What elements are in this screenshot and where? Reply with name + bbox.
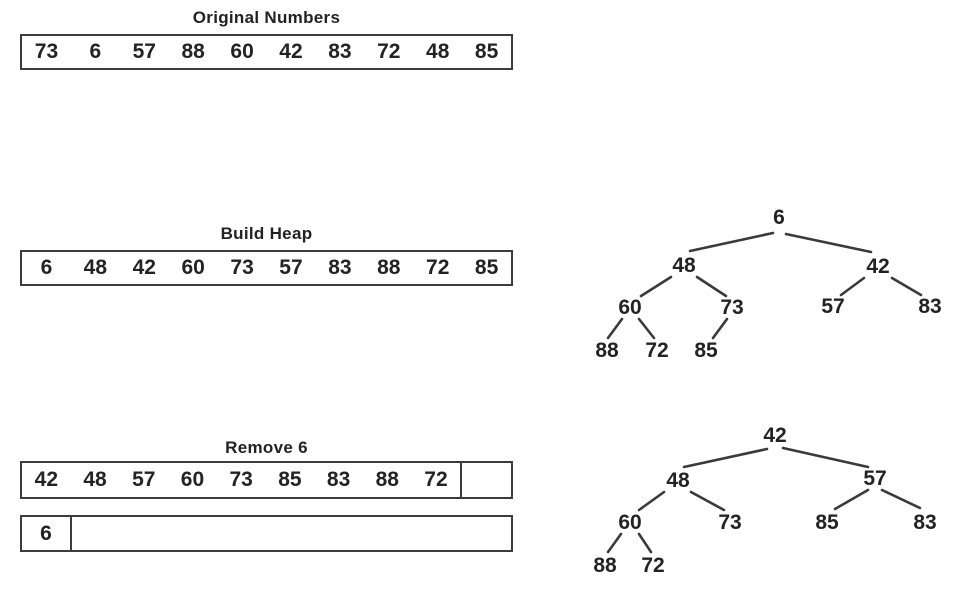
- tree-edge: [606, 317, 624, 340]
- array-cell: 42: [279, 40, 303, 63]
- tree-edge: [637, 317, 656, 340]
- array-cell: 88: [375, 468, 399, 491]
- array-cell: 48: [426, 40, 450, 63]
- tree-node: 48: [672, 253, 696, 277]
- remove-6-array: 42 48 57 60 73 85 83 88 72: [20, 461, 513, 499]
- tree-node: 83: [918, 294, 942, 318]
- array-cell: 85: [474, 256, 499, 279]
- tree-node: 60: [618, 295, 642, 319]
- array-cell: 6: [89, 40, 102, 63]
- tree-node: 88: [593, 553, 617, 577]
- removed-box-empty-area: [72, 517, 511, 550]
- array-cell: 60: [180, 468, 205, 491]
- tree-edge: [890, 276, 923, 297]
- array-cell: 88: [377, 256, 401, 279]
- build-heap-array: 6 48 42 60 73 57 83 88 72 85: [20, 250, 513, 286]
- array-cell: 72: [426, 256, 450, 279]
- array-cell: 83: [326, 468, 351, 491]
- tree-edge: [689, 490, 726, 512]
- tree-edge: [682, 447, 769, 469]
- tree-edge: [781, 446, 870, 469]
- array-cell: 88: [181, 40, 205, 63]
- tree-node: 85: [815, 510, 839, 534]
- tree-edge: [637, 532, 653, 554]
- tree-node: 85: [694, 338, 718, 362]
- tree-node: 42: [866, 254, 890, 278]
- tree-edge: [711, 317, 729, 340]
- tree-edge: [880, 488, 922, 510]
- array-cell: 57: [132, 468, 156, 491]
- build-heap-title: Build Heap: [220, 224, 313, 243]
- array-cell: 83: [328, 256, 352, 279]
- array-cell: 48: [83, 256, 108, 279]
- tree-node: 60: [618, 510, 642, 534]
- array-cell: 72: [424, 468, 448, 491]
- array-cell: 60: [181, 256, 205, 279]
- array-cell: 85: [278, 468, 302, 491]
- array-cell: 57: [279, 256, 303, 279]
- array-cell: 85: [474, 40, 499, 63]
- array-cell: 42: [34, 468, 59, 491]
- tree-node: 6: [773, 205, 785, 229]
- tree-node: 88: [595, 338, 619, 362]
- tree-edge: [784, 232, 873, 254]
- tree-node: 57: [821, 294, 845, 318]
- array-cell: 42: [132, 256, 156, 279]
- array-cell: 72: [377, 40, 401, 63]
- remove-6-title: Remove 6: [225, 438, 308, 457]
- tree-node: 48: [666, 468, 690, 492]
- array-cell-empty: [460, 463, 511, 497]
- tree-node: 72: [641, 553, 665, 577]
- array-cell: 83: [328, 40, 352, 63]
- array-cell: 57: [132, 40, 156, 63]
- tree-node: 42: [763, 423, 787, 447]
- array-cell: 6: [40, 256, 53, 279]
- original-numbers-array: 73 6 57 88 60 42 83 72 48 85: [20, 34, 513, 70]
- tree-edge: [606, 532, 623, 554]
- tree-edge: [695, 275, 728, 298]
- tree-edge: [839, 276, 866, 297]
- removed-value-box: 6: [20, 515, 513, 552]
- array-cell: 60: [230, 40, 254, 63]
- array-cell: 73: [229, 468, 253, 491]
- tree-edge: [688, 231, 775, 253]
- array-cell: 73: [34, 40, 59, 63]
- tree-node: 72: [645, 338, 669, 362]
- array-cell: 48: [83, 468, 107, 491]
- tree-node: 73: [718, 510, 742, 534]
- tree-node: 73: [720, 295, 744, 319]
- array-cell: 73: [230, 256, 254, 279]
- original-numbers-title: Original Numbers: [192, 8, 341, 27]
- tree-node: 57: [863, 466, 887, 490]
- tree-node: 83: [913, 510, 937, 534]
- tree-edge: [639, 275, 673, 298]
- tree-edge: [833, 488, 870, 511]
- removed-value-cell: 6: [22, 517, 72, 550]
- tree-edge: [637, 490, 666, 512]
